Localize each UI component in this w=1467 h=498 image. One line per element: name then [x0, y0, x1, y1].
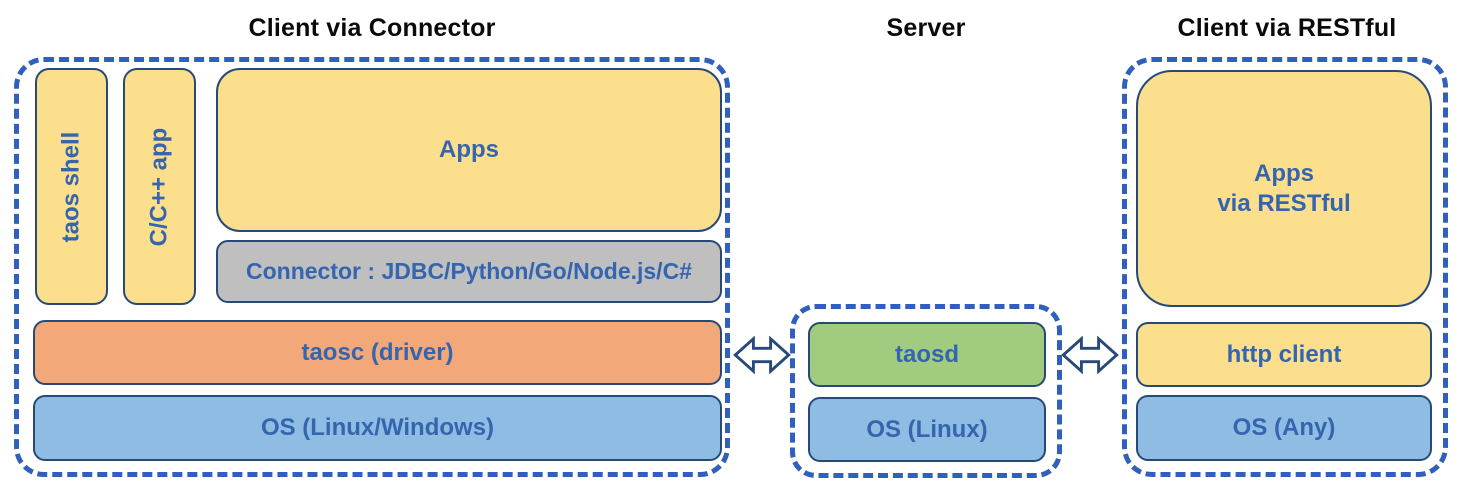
box-taos-shell: taos shell: [35, 68, 108, 305]
box-apps-via-restful: Apps via RESTful: [1136, 70, 1432, 307]
taosd-label: taosd: [894, 340, 959, 368]
http-client-label: http client: [1226, 340, 1342, 368]
c-cpp-app-label: C/C++ app: [145, 127, 173, 246]
bidirectional-arrow-icon-left: [733, 334, 791, 376]
box-os-linux: OS (Linux): [808, 397, 1046, 462]
box-taosc-driver: taosc (driver): [33, 320, 722, 385]
apps-label: Apps: [439, 136, 499, 163]
box-os-linux-windows: OS (Linux/Windows): [33, 395, 722, 461]
box-os-any: OS (Any): [1136, 395, 1432, 461]
box-connector: Connector : JDBC/Python/Go/Node.js/C#: [216, 240, 722, 303]
box-c-cpp-app: C/C++ app: [123, 68, 196, 305]
section-client-restful: [1122, 57, 1448, 477]
box-taosd: taosd: [808, 322, 1046, 387]
taos-shell-label: taos shell: [57, 131, 85, 242]
bidirectional-arrow-icon-right: [1061, 334, 1119, 376]
section-server: [790, 304, 1062, 478]
os-any-label: OS (Any): [1232, 414, 1336, 441]
section-client-connector: [14, 57, 730, 477]
connector-label: Connector : JDBC/Python/Go/Node.js/C#: [246, 258, 692, 285]
os-linux-label: OS (Linux): [866, 415, 988, 443]
box-apps: Apps: [216, 68, 722, 232]
section-title-server: Server: [886, 14, 966, 42]
section-title-client-connector: Client via Connector: [248, 14, 496, 42]
os-linux-windows-label: OS (Linux/Windows): [260, 414, 495, 441]
apps-via-restful-label: Apps via RESTful: [1217, 159, 1351, 217]
taosc-driver-label: taosc (driver): [301, 338, 454, 366]
box-http-client: http client: [1136, 322, 1432, 387]
section-title-client-restful: Client via RESTful: [1177, 14, 1397, 42]
